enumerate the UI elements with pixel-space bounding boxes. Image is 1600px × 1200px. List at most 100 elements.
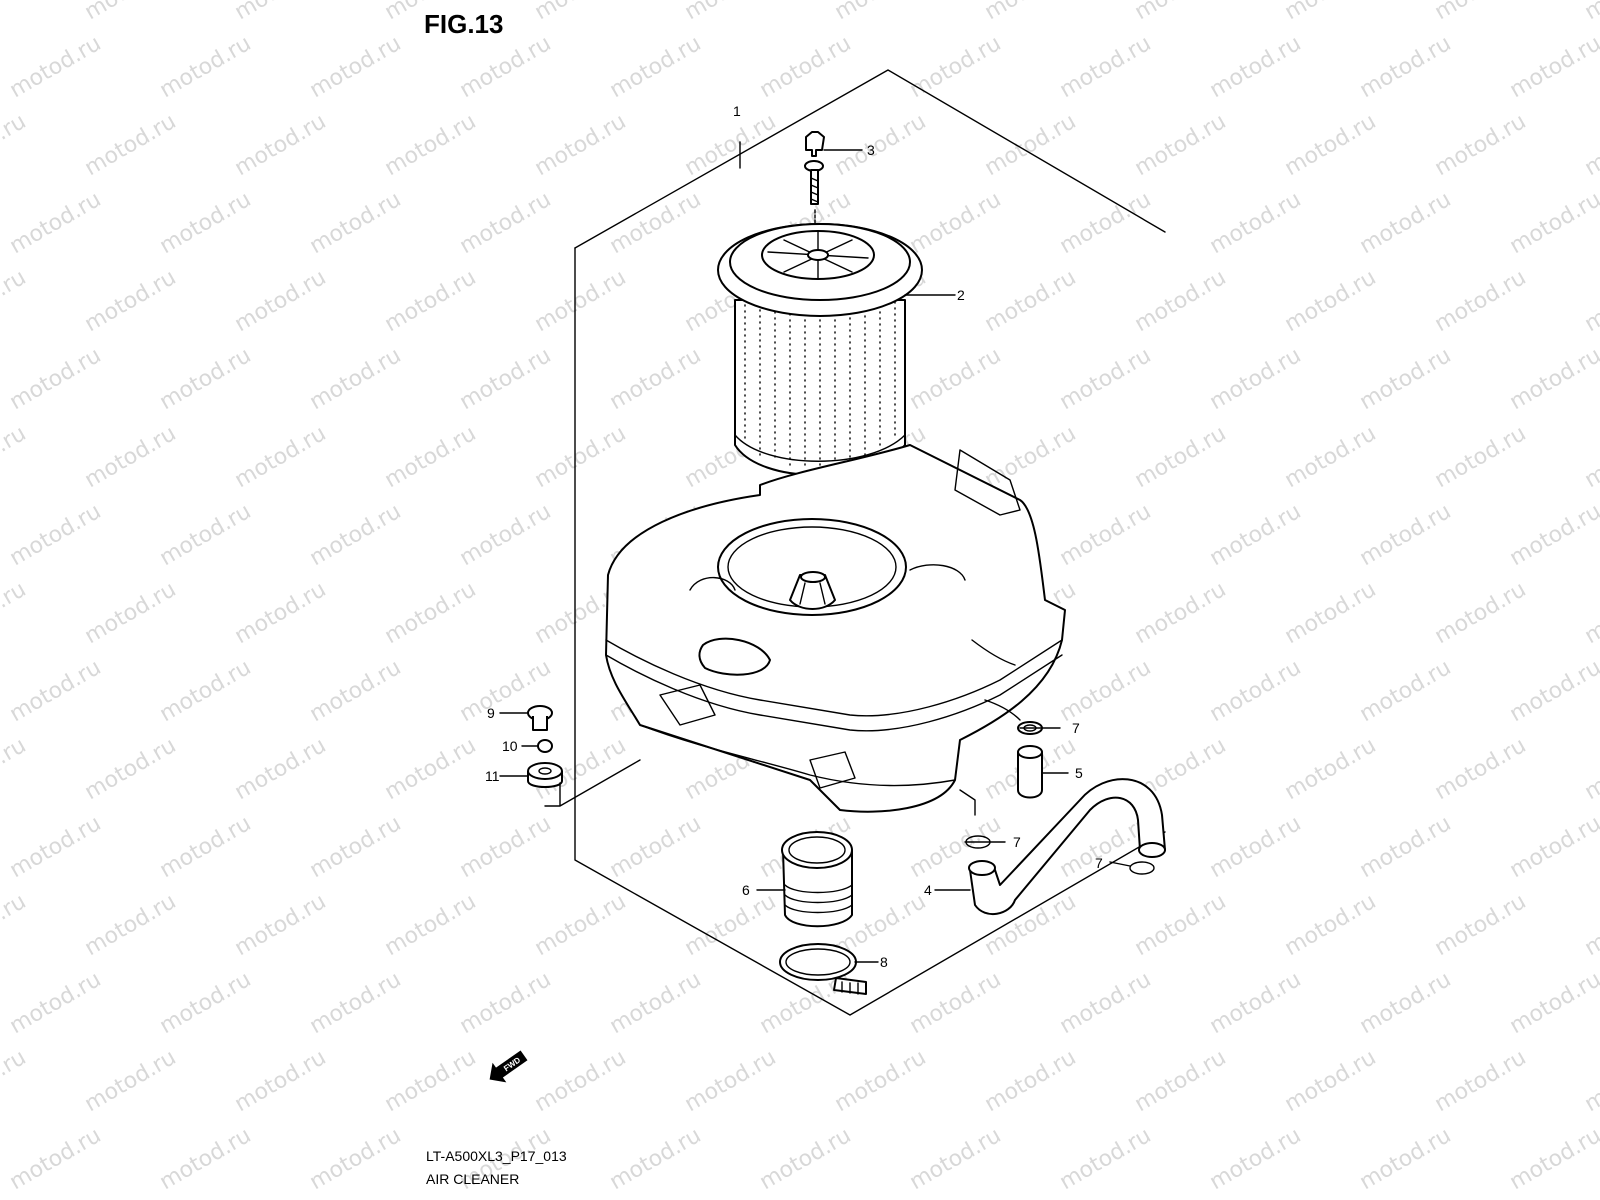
watermark-text: motod.ru bbox=[1056, 499, 1156, 571]
callout-8: 8 bbox=[880, 954, 888, 970]
watermark-text: motod.ru bbox=[1581, 265, 1600, 337]
watermark-text: motod.ru bbox=[306, 343, 406, 415]
watermark-text: motod.ru bbox=[1056, 655, 1156, 727]
watermark-text: motod.ru bbox=[456, 967, 556, 1039]
watermark-text: motod.ru bbox=[1281, 265, 1381, 337]
watermark-text: motod.ru bbox=[1131, 109, 1231, 181]
watermark-text: motod.ru bbox=[81, 733, 181, 805]
watermark-text: motod.ru bbox=[1281, 421, 1381, 493]
watermark-text: motod.ru bbox=[1356, 811, 1456, 883]
watermark-text: motod.ru bbox=[906, 31, 1006, 103]
watermark-text: motod.ru bbox=[1506, 811, 1600, 883]
watermark-text: motod.ru bbox=[1281, 1045, 1381, 1117]
mounting-hardware bbox=[527, 705, 641, 807]
wing-bolt-part bbox=[804, 131, 825, 246]
watermark-text: motod.ru bbox=[1431, 0, 1531, 25]
watermark-text: motod.ru bbox=[0, 109, 30, 181]
watermark-text: motod.ru bbox=[456, 811, 556, 883]
watermark-text: motod.ru bbox=[1581, 1045, 1600, 1117]
watermark-text: motod.ru bbox=[0, 1045, 30, 1117]
watermark-text: motod.ru bbox=[1356, 1123, 1456, 1195]
watermark-text: motod.ru bbox=[1581, 577, 1600, 649]
watermark-text: motod.ru bbox=[1206, 967, 1306, 1039]
watermark-text: motod.ru bbox=[1506, 187, 1600, 259]
watermark-text: motod.ru bbox=[1206, 499, 1306, 571]
watermark-text: motod.ru bbox=[531, 109, 631, 181]
watermark-text: motod.ru bbox=[606, 811, 706, 883]
watermark-text: motod.ru bbox=[81, 889, 181, 961]
watermark-text: motod.ru bbox=[1506, 1123, 1600, 1195]
watermark-text: motod.ru bbox=[6, 187, 106, 259]
watermark-text: motod.ru bbox=[681, 109, 781, 181]
watermark-text: motod.ru bbox=[1131, 0, 1231, 25]
figure-title: FIG.13 bbox=[424, 9, 503, 39]
watermark-text: motod.ru bbox=[1431, 265, 1531, 337]
leader-lines bbox=[499, 149, 1131, 963]
watermark-text: motod.ru bbox=[1431, 109, 1531, 181]
watermark-text: motod.ru bbox=[6, 343, 106, 415]
watermark-text: motod.ru bbox=[1131, 421, 1231, 493]
callout-7a: 7 bbox=[1072, 720, 1080, 736]
watermark-text: motod.ru bbox=[606, 187, 706, 259]
watermark-text: motod.ru bbox=[1356, 967, 1456, 1039]
watermark-text: motod.ru bbox=[1356, 31, 1456, 103]
watermark-text: motod.ru bbox=[81, 265, 181, 337]
watermark-text: motod.ru bbox=[1431, 421, 1531, 493]
watermark-text: motod.ru bbox=[531, 889, 631, 961]
watermark-text: motod.ru bbox=[1281, 733, 1381, 805]
watermark-text: motod.ru bbox=[381, 421, 481, 493]
watermark-text: motod.ru bbox=[1506, 499, 1600, 571]
watermark-text: motod.ru bbox=[831, 1045, 931, 1117]
watermark-text: motod.ru bbox=[231, 109, 331, 181]
watermark-text: motod.ru bbox=[1356, 187, 1456, 259]
callout-11: 11 bbox=[485, 768, 500, 784]
watermark-text: motod.ru bbox=[756, 31, 856, 103]
watermark-text: motod.ru bbox=[1506, 31, 1600, 103]
watermark-text: motod.ru bbox=[906, 967, 1006, 1039]
watermark-text: motod.ru bbox=[981, 421, 1081, 493]
watermark-text: motod.ru bbox=[81, 1045, 181, 1117]
watermark-text: motod.ru bbox=[381, 577, 481, 649]
watermark-text: motod.ru bbox=[156, 343, 256, 415]
watermark-text: motod.ru bbox=[1506, 967, 1600, 1039]
watermark-text: motod.ru bbox=[906, 187, 1006, 259]
watermark-text: motod.ru bbox=[0, 577, 30, 649]
watermark-text: motod.ru bbox=[1581, 0, 1600, 25]
watermark-text: motod.ru bbox=[1431, 733, 1531, 805]
watermark-text: motod.ru bbox=[0, 0, 30, 25]
figure-code: LT-A500XL3_P17_013 bbox=[426, 1148, 567, 1164]
watermark-text: motod.ru bbox=[981, 265, 1081, 337]
watermark-text: motod.ru bbox=[456, 187, 556, 259]
watermark-text: motod.ru bbox=[81, 421, 181, 493]
watermark-text: motod.ru bbox=[231, 0, 331, 25]
watermark-text: motod.ru bbox=[1581, 421, 1600, 493]
callout-6: 6 bbox=[742, 882, 750, 898]
watermark-text: motod.ru bbox=[306, 967, 406, 1039]
watermark-text: motod.ru bbox=[6, 967, 106, 1039]
watermark-text: motod.ru bbox=[1581, 109, 1600, 181]
watermark-text: motod.ru bbox=[1281, 889, 1381, 961]
watermark-text: motod.ru bbox=[156, 811, 256, 883]
watermark-text: motod.ru bbox=[0, 421, 30, 493]
watermark-text: motod.ru bbox=[456, 343, 556, 415]
drain-plug-part bbox=[1017, 721, 1043, 799]
watermark-text: motod.ru bbox=[0, 733, 30, 805]
watermark-text: motod.ru bbox=[231, 733, 331, 805]
watermark-text: motod.ru bbox=[606, 31, 706, 103]
watermark-text: motod.ru bbox=[1131, 1045, 1231, 1117]
watermark-text: motod.ru bbox=[1206, 343, 1306, 415]
callout-5: 5 bbox=[1075, 765, 1083, 781]
watermark-text: motod.ru bbox=[531, 265, 631, 337]
callout-1: 1 bbox=[733, 103, 741, 119]
watermark-text: motod.ru bbox=[6, 31, 106, 103]
watermark-text: motod.ru bbox=[81, 0, 181, 25]
watermark-text: motod.ru bbox=[1281, 0, 1381, 25]
watermark-text: motod.ru bbox=[681, 1045, 781, 1117]
watermark-text: motod.ru bbox=[756, 1123, 856, 1195]
watermark-text: motod.ru bbox=[231, 1045, 331, 1117]
watermark-text: motod.ru bbox=[381, 733, 481, 805]
watermark-text: motod.ru bbox=[1431, 577, 1531, 649]
watermark-text: motod.ru bbox=[0, 265, 30, 337]
watermark-text: motod.ru bbox=[1131, 577, 1231, 649]
watermark-text: motod.ru bbox=[306, 811, 406, 883]
